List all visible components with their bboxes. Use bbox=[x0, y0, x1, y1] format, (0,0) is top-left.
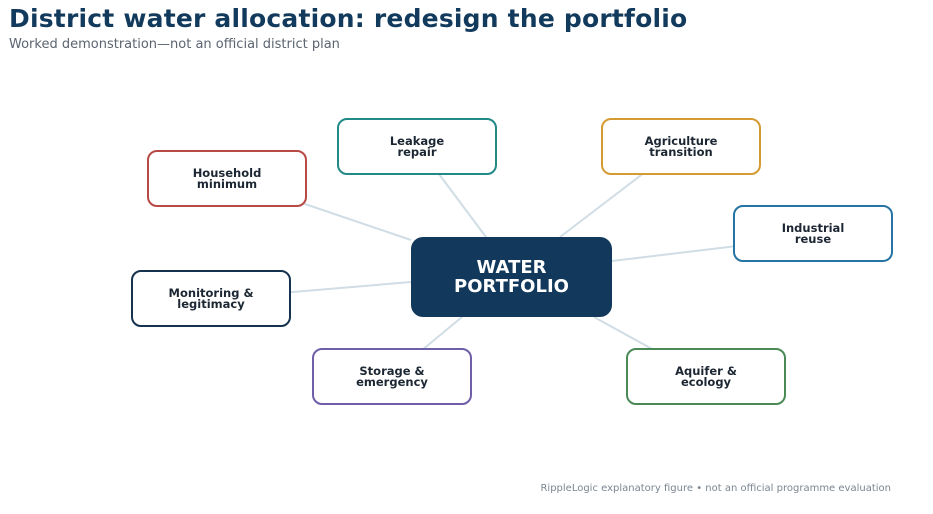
node-agriculture-transition: Agriculture transition bbox=[601, 118, 761, 175]
node-household-minimum: Household minimum bbox=[147, 150, 307, 207]
page-title: District water allocation: redesign the … bbox=[9, 4, 688, 33]
hub-label: WATER PORTFOLIO bbox=[454, 257, 569, 297]
node-label: Industrial reuse bbox=[781, 220, 845, 246]
node-storage-emergency: Storage & emergency bbox=[312, 348, 472, 405]
page-subtitle: Worked demonstration—not an official dis… bbox=[9, 37, 340, 52]
footer-note: RippleLogic explanatory figure • not an … bbox=[540, 483, 891, 494]
hub-water-portfolio: WATER PORTFOLIO bbox=[411, 237, 612, 317]
node-label: Leakage repair bbox=[389, 133, 445, 159]
node-label: Monitoring & legitimacy bbox=[168, 285, 254, 311]
node-aquifer-ecology: Aquifer & ecology bbox=[626, 348, 786, 405]
node-label: Agriculture transition bbox=[644, 133, 718, 159]
node-label: Storage & emergency bbox=[356, 363, 428, 389]
node-industrial-reuse: Industrial reuse bbox=[733, 205, 893, 262]
node-leakage-repair: Leakage repair bbox=[337, 118, 497, 175]
node-label: Aquifer & ecology bbox=[675, 363, 737, 389]
node-monitoring-legitimacy: Monitoring & legitimacy bbox=[131, 270, 291, 327]
node-label: Household minimum bbox=[192, 165, 262, 191]
